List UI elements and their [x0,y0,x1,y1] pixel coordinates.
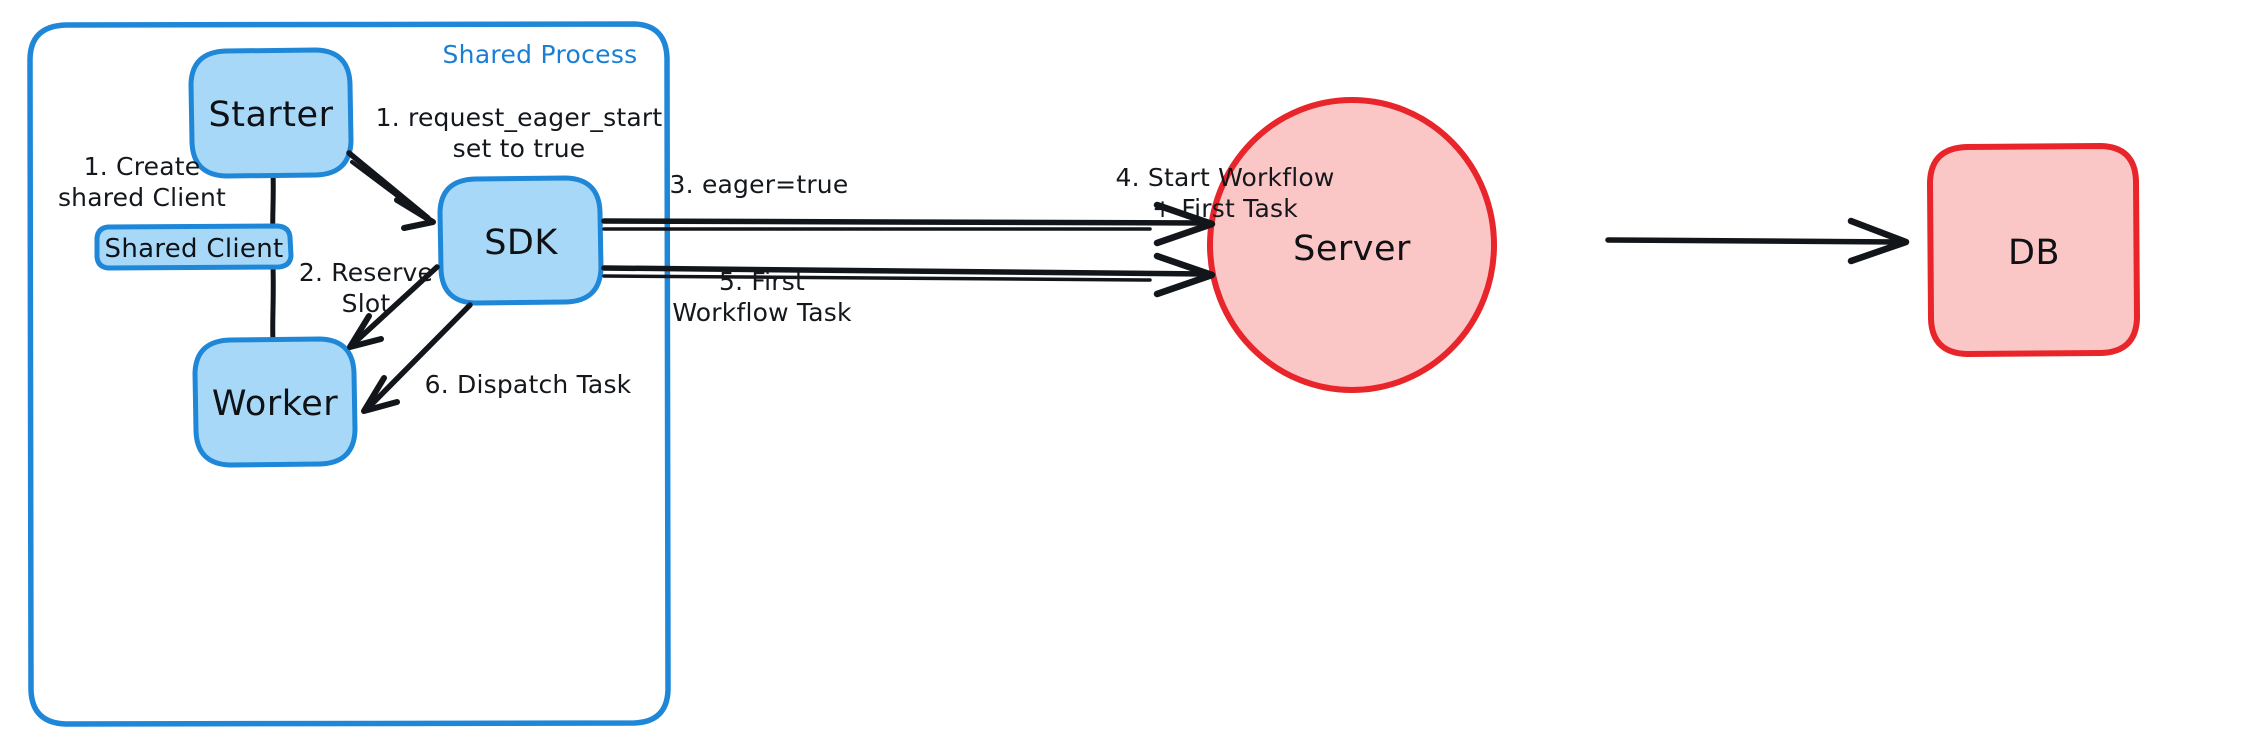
node-sdk[interactable] [437,175,604,306]
node-shared-client[interactable] [94,223,294,271]
node-worker[interactable] [192,336,358,468]
arrow-sdk-to-worker-dispatch [361,302,473,414]
arrow-sdk-to-server-first-task [601,252,1216,298]
shared-process-border [27,21,671,727]
arrow-sdk-to-server-eager [601,201,1216,247]
arrow-server-to-db [1605,217,1910,265]
node-server[interactable] [1207,97,1497,393]
arrow-sdk-to-worker-reserve [347,264,440,350]
arrow-starter-to-sdk [346,150,436,231]
node-db[interactable] [1926,142,2141,358]
node-starter[interactable] [188,47,354,179]
shared-process-group[interactable] [27,21,671,727]
